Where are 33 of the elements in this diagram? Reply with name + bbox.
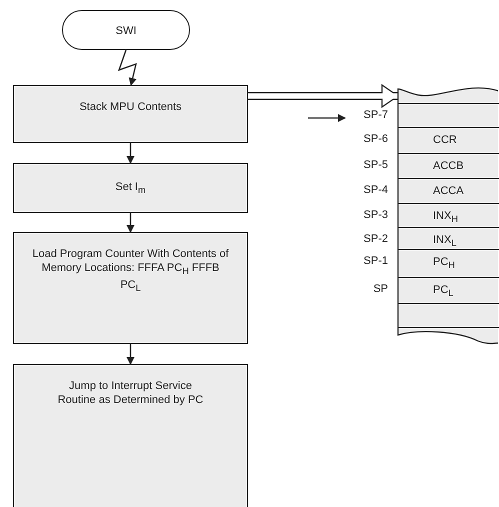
arrow bbox=[126, 143, 134, 164]
step-text: Load Program Counter With Contents of Memory Locations: FFFA PC$_{H}$ FFFB PC$_{L}$ bbox=[32, 247, 229, 296]
arrow bbox=[126, 213, 134, 233]
stack-offset-label: SP-5 bbox=[362, 158, 388, 172]
process-box bbox=[13, 232, 248, 344]
hollow-arrow bbox=[248, 84, 399, 108]
step-text: Stack MPU Contents bbox=[78, 100, 183, 114]
process-box bbox=[13, 364, 248, 507]
register-label: ACCB bbox=[433, 159, 464, 173]
step-text: Jump to Interrupt Service Routine as Determined by PC bbox=[56, 379, 204, 407]
stack-offset-label: SP-1 bbox=[362, 254, 388, 268]
arrow bbox=[126, 344, 134, 365]
stack-cell bbox=[398, 227, 499, 249]
stack-cell bbox=[398, 303, 499, 328]
stack-offset-label: SP-2 bbox=[362, 232, 388, 246]
stack-offset-label: SP-3 bbox=[362, 208, 388, 222]
register-label: INX$_{H}$ bbox=[433, 209, 458, 226]
terminal-label: SWI bbox=[114, 24, 138, 38]
register-label: CCR bbox=[433, 133, 457, 147]
register-label: PC$_{H}$ bbox=[433, 255, 455, 272]
stack-offset-label: SP-4 bbox=[362, 183, 388, 197]
stack-offset-label: SP-6 bbox=[362, 132, 388, 146]
step-text: Set I$_{m}$ bbox=[114, 180, 147, 198]
lightning-arrow bbox=[118, 50, 137, 86]
register-label: PC$_{L}$ bbox=[433, 283, 454, 300]
stack-offset-label: SP-7 bbox=[362, 108, 388, 122]
stack-offset-label: SP bbox=[372, 282, 388, 296]
memory-stack bbox=[398, 85, 499, 345]
register-label: ACCA bbox=[433, 184, 464, 198]
process-box bbox=[13, 85, 248, 143]
register-label: INX$_{L}$ bbox=[433, 233, 456, 250]
process-box bbox=[13, 163, 248, 213]
pointer-arrow bbox=[308, 114, 346, 122]
